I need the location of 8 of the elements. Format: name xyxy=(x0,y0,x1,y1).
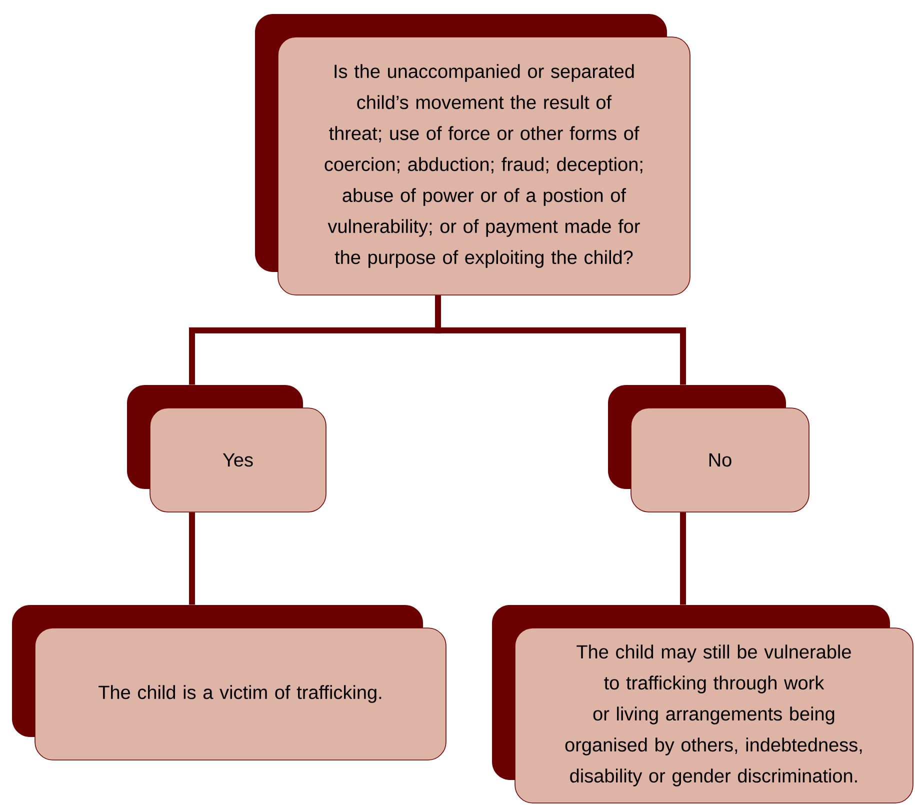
process-box: Is the unaccompanied or separated child’s movement the result of threat; use of force or other forms of coercion; abduction; fraud; deception; abuse of power or of a postion of vulnerability; or of payment made for the purpose of exploiting the child? xyxy=(255,14,690,296)
connector-line xyxy=(435,295,686,385)
process-box: Yes xyxy=(127,385,326,512)
connector-line xyxy=(189,512,195,605)
process-box: The child is a victim of trafficking. xyxy=(12,605,446,760)
process-box: The child may still be vulnerable to trafficking through work or living arrangements being organised by others, indebtedness, disability or gender discrimination. xyxy=(492,605,914,804)
process-box: No xyxy=(608,385,810,512)
connector-line xyxy=(680,512,686,605)
